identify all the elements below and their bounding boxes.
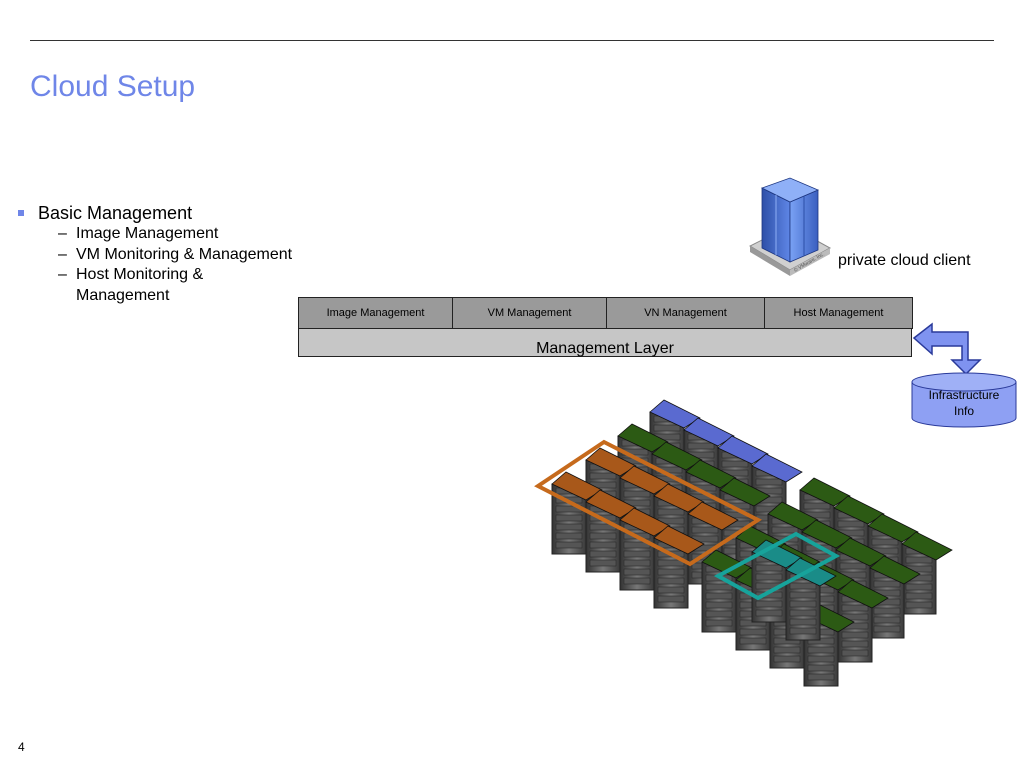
host-management-cell: Host Management (764, 297, 913, 329)
bullet-list: Basic Management – Image Management – VM… (18, 203, 292, 306)
dash-icon: – (58, 266, 67, 283)
bullet-main-text: Basic Management (38, 203, 193, 223)
server-rack-icon (869, 555, 921, 639)
image-management-cell: Image Management (298, 297, 453, 329)
building-icon (748, 177, 832, 276)
slide-title: Cloud Setup (30, 70, 196, 103)
vm-management-cell: VM Management (452, 297, 607, 329)
server-rack-icon (803, 603, 855, 687)
infrastructure-info-label: Infrastructure Info (914, 387, 1014, 419)
server-rack-icon (653, 525, 705, 609)
bullet-basic-management: Basic Management (18, 203, 292, 224)
infrastructure-cylinder (911, 372, 1017, 428)
sub-bullet-text: Host Monitoring & Management (76, 266, 204, 304)
sub-bullet-vm: – VM Monitoring & Management (18, 245, 292, 266)
sub-bullet-text: VM Monitoring & Management (76, 245, 293, 263)
server-rack-icon (701, 549, 753, 633)
private-cloud-client-label: private cloud client (838, 252, 971, 269)
sub-bullet-text: Image Management (76, 225, 219, 242)
sub-bullet-host: – Host Monitoring & Management (18, 265, 292, 306)
management-layer-label: Management Layer (536, 340, 674, 357)
teal-highlight-frame (713, 531, 841, 601)
sub-bullet-image: – Image Management (18, 224, 292, 245)
infrastructure-line2: Info (953, 404, 974, 418)
dash-icon: – (58, 225, 67, 242)
dash-icon: – (58, 245, 67, 263)
infrastructure-line1: Infrastructure (928, 388, 1000, 402)
header-rule (30, 40, 994, 41)
page-number: 4 (18, 740, 25, 754)
vn-management-cell: VN Management (606, 297, 765, 329)
bent-arrow-icon (912, 322, 982, 376)
orange-highlight-frame (534, 439, 763, 567)
server-rack-icon (837, 579, 889, 663)
bullet-square-icon (18, 210, 24, 216)
server-racks (551, 399, 953, 687)
